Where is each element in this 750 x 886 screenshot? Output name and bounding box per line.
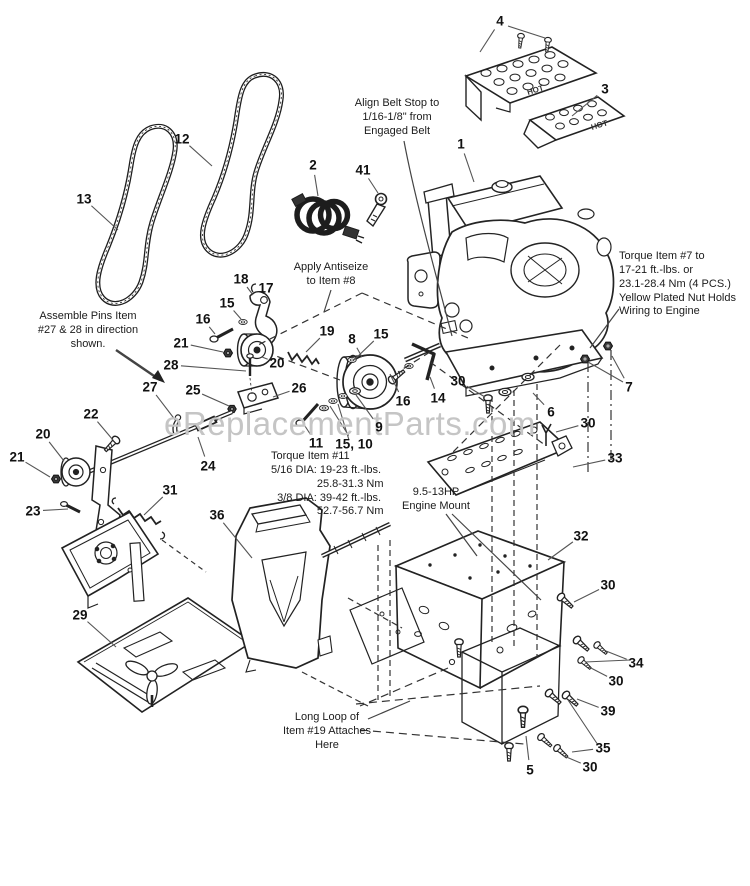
wire-clip <box>541 423 552 446</box>
note-apply-antiseize: Apply Antiseize to Item #8 <box>293 261 369 287</box>
callout-21: 21 <box>9 449 25 465</box>
engine-mount-plate <box>426 421 573 496</box>
callout-15: 15 <box>373 326 389 342</box>
callout-36: 36 <box>209 507 225 523</box>
ignition-key <box>366 192 388 228</box>
callout-30: 30 <box>608 673 624 689</box>
belt-stop-rod <box>411 342 436 381</box>
callout-39: 39 <box>600 703 616 719</box>
bottom-plate <box>76 597 254 713</box>
callout-20: 20 <box>35 426 51 442</box>
callout-22: 22 <box>83 406 99 422</box>
callout-9: 9 <box>375 419 383 435</box>
pulley-hardware <box>295 342 436 427</box>
callout-15: 15 <box>219 295 235 311</box>
callout-24: 24 <box>200 458 216 474</box>
callout-29: 29 <box>72 607 88 623</box>
callout-6: 6 <box>547 404 555 420</box>
callout-35: 35 <box>595 740 611 756</box>
callout-16: 16 <box>195 311 211 327</box>
note-leader-lines <box>115 140 620 720</box>
callout-12: 12 <box>174 131 190 147</box>
watermark: eReplacementParts.com <box>164 405 536 442</box>
callout-18: 18 <box>233 271 249 287</box>
callout-30: 30 <box>600 577 616 593</box>
callout-27: 27 <box>142 379 158 395</box>
power-cord <box>291 192 365 244</box>
callout-30: 30 <box>582 759 598 775</box>
note-torque-item11: Torque Item #11 5/16 DIA: 19-23 ft.-lbs.… <box>271 450 384 518</box>
callout-28: 28 <box>163 357 179 373</box>
muffler-guard-plate: HOT <box>523 96 626 149</box>
callout-14: 14 <box>430 390 446 406</box>
note-assemble-pins: Assemble Pins Item #27 & 28 in direction… <box>37 310 139 350</box>
callout-30: 30 <box>450 373 466 389</box>
callout-41: 41 <box>355 162 371 178</box>
note-long-loop: Long Loop of Item #19 Attaches Here <box>282 711 372 751</box>
callout-1: 1 <box>457 136 465 152</box>
belt-cover <box>231 497 391 673</box>
friction-plate <box>60 510 160 609</box>
drive-belt-13 <box>95 124 178 306</box>
callout-16: 16 <box>395 393 411 409</box>
callout-31: 31 <box>162 482 178 498</box>
callout-5: 5 <box>526 762 534 778</box>
control-rod <box>61 409 233 485</box>
engine-drawing <box>404 175 615 397</box>
callout-2: 2 <box>309 157 317 173</box>
callout-8: 8 <box>348 331 356 347</box>
mount-fasteners <box>483 341 613 446</box>
pivot-bracket-cluster <box>172 353 280 438</box>
callout-23: 23 <box>25 503 41 519</box>
callout-32: 32 <box>573 528 589 544</box>
callout-4: 4 <box>496 13 504 29</box>
engine-pulley <box>336 354 398 410</box>
heat-shield-plate: HOT <box>464 32 598 122</box>
callout-33: 33 <box>607 450 623 466</box>
assembly-dashed-lines <box>161 292 612 745</box>
callout-34: 34 <box>628 655 644 671</box>
callout-30: 30 <box>580 415 596 431</box>
mount-frame <box>349 530 567 746</box>
callout-19: 19 <box>319 323 335 339</box>
note-torque-item7: Torque Item #7 to 17-21 ft.-lbs. or 23.1… <box>619 250 736 318</box>
callout-17: 17 <box>258 280 274 296</box>
note-engine-mount: 9.5-13HP Engine Mount <box>402 486 470 512</box>
callout-15-10: 15, 10 <box>335 436 373 452</box>
callout-21: 21 <box>173 335 189 351</box>
callout-26: 26 <box>291 380 307 396</box>
callout-25: 25 <box>185 382 201 398</box>
callout-13: 13 <box>76 191 92 207</box>
callout-11: 11 <box>308 435 324 451</box>
callout-7: 7 <box>625 379 633 395</box>
callout-20: 20 <box>269 355 285 371</box>
note-align-belt: Align Belt Stop to 1/16-1/8" from Engage… <box>354 97 440 137</box>
callout-3: 3 <box>601 81 609 97</box>
tension-spring <box>111 497 166 540</box>
drive-belt-12 <box>199 72 284 258</box>
